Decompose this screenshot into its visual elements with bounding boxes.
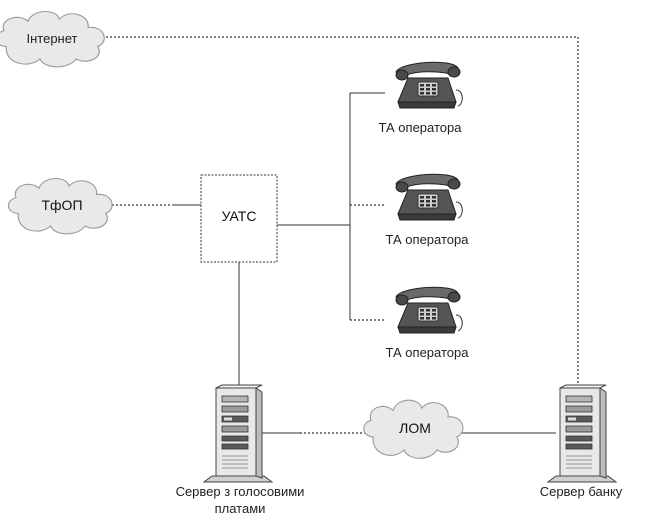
telephone-icon [395, 61, 463, 109]
pstn-cloud: ТфОП [7, 177, 113, 235]
server-tower-icon [547, 384, 617, 483]
bank-server-label: Сервер банку [540, 484, 623, 499]
telephone-icon [395, 286, 463, 334]
pstn-label: ТфОП [41, 197, 82, 213]
lan-cloud: ЛОМ [363, 399, 464, 459]
operator-phone-1: ТА оператора [379, 61, 463, 135]
link-internet-bank-server [98, 36, 579, 386]
internet-cloud: Інтернет [0, 10, 105, 68]
phone3-label: ТА оператора [386, 345, 470, 360]
pbx-box: УАТС [200, 174, 278, 263]
bank-server: Сервер банку [540, 384, 623, 499]
phone1-label: ТА оператора [379, 120, 463, 135]
lan-label: ЛОМ [399, 420, 431, 436]
operator-phone-3: ТА оператора [386, 286, 470, 360]
pbx-label: УАТС [222, 208, 257, 224]
voice-boards-server: Сервер з голосовими платами [176, 384, 305, 516]
server-tower-icon [203, 384, 273, 483]
internet-label: Інтернет [27, 31, 78, 46]
operator-phone-2: ТА оператора [386, 173, 470, 247]
telephone-icon [395, 173, 463, 221]
voice-server-label-line1: Сервер з голосовими [176, 484, 305, 499]
voice-server-label-line2: платами [215, 501, 266, 516]
phone2-label: ТА оператора [386, 232, 470, 247]
